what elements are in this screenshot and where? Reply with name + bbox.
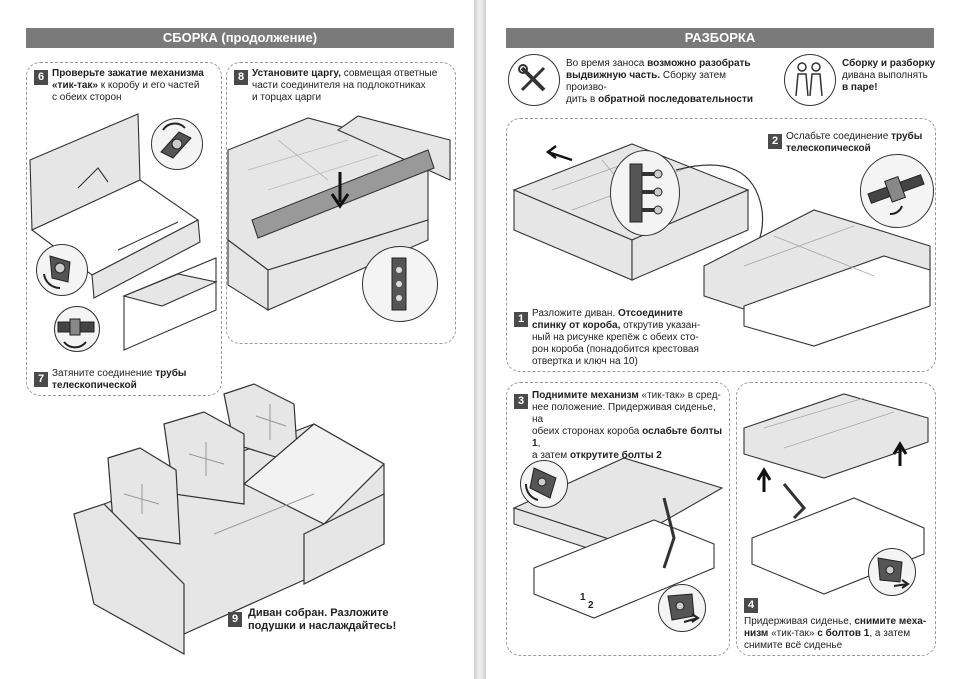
disassembly-warning-note: Во время заноса возможно разобрать выдви… — [566, 58, 753, 105]
step-1-caption: Разложите диван. Отсоедините спинку от к… — [532, 308, 701, 367]
step-4-panel — [736, 382, 936, 656]
step-3-badge: 3 — [514, 394, 528, 409]
step-9-badge: 9 — [228, 612, 242, 627]
bolt-1-label: 1 — [580, 592, 586, 603]
two-people-icon — [784, 54, 836, 106]
section-header-disassembly: РАЗБОРКА — [506, 28, 934, 48]
step-7-caption: Затяните соединение трубы телескопическо… — [52, 368, 187, 391]
step-1-2-panel — [506, 118, 936, 372]
right-page: РАЗБОРКА Во время заноса возможно разобр… — [486, 0, 960, 679]
step-2-caption: Ослабьте соединение трубы телескопическо… — [786, 131, 923, 154]
bolt-unscrew-icon — [667, 593, 700, 623]
section-header-assembly: СБОРКА (продолжение) — [26, 28, 454, 48]
left-page: СБОРКА (продолжение) 6 Проверьте зажатие… — [0, 0, 474, 679]
step-2-illustration — [703, 209, 931, 347]
back-fastener-zoom-circle — [610, 150, 680, 236]
tik-tak-clamp-icon — [160, 122, 192, 159]
step-8-illustration — [227, 115, 451, 311]
bolt-2-label: 2 — [588, 600, 594, 611]
step-3-illustration — [512, 457, 724, 619]
step-3-caption: Поднимите механизм «тик-так» в сред- нее… — [532, 390, 723, 461]
step-8-panel — [226, 62, 456, 344]
back-fastener-icon — [629, 163, 663, 223]
mechanism-removal-zoom-circle — [868, 548, 916, 596]
tools-icon-glyph — [518, 64, 546, 92]
step-9-caption: Диван собран. Разложите подушки и наслаж… — [248, 607, 397, 632]
book-spine — [474, 0, 486, 679]
step-4-caption: Придерживая сиденье, снимите меха- низм … — [744, 616, 927, 651]
step-6-badge: 6 — [34, 70, 48, 85]
assembled-sofa-illustration — [73, 383, 385, 656]
telescopic-tube-icon — [57, 318, 95, 349]
telescopic-tube-loosen-icon — [867, 174, 925, 215]
step-2-badge: 2 — [768, 134, 782, 149]
step-8-caption: Установите царгу, совмещая ответные част… — [252, 68, 438, 103]
connector-plate-icon — [391, 257, 407, 311]
step-6-7-panel — [26, 62, 222, 396]
step-3-panel — [506, 382, 730, 656]
pair-note: Сборку и разборку дивана выполнять в пар… — [842, 58, 936, 93]
step-7-badge: 7 — [34, 372, 48, 387]
step-8-badge: 8 — [234, 70, 248, 85]
two-people-icon-glyph — [795, 62, 823, 97]
step-1-badge: 1 — [514, 312, 528, 327]
step-4-badge: 4 — [744, 598, 758, 613]
bolt-loosen-icon — [524, 467, 557, 501]
mechanism-remove-icon — [877, 557, 910, 589]
clamp-rotate-icon — [43, 255, 71, 290]
step-6-caption: Проверьте зажатие механизма «тик-так» к … — [52, 68, 204, 103]
